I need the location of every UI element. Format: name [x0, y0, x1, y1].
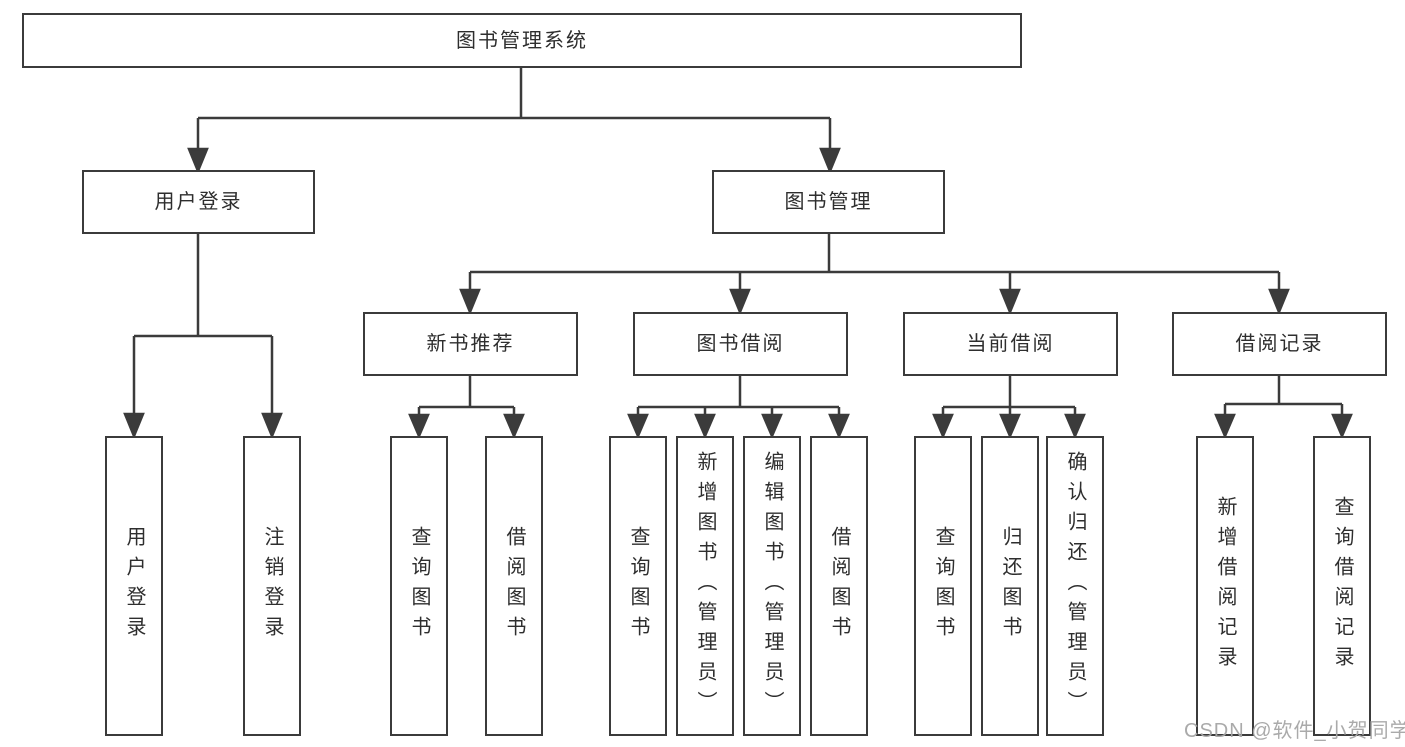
connector-book-borrow-subtree	[627, 376, 850, 440]
arrowhead-down-icon	[1331, 413, 1353, 440]
arrowhead-down-icon	[261, 412, 283, 440]
arrowhead-down-icon	[408, 413, 430, 440]
node-book-management: 图书管理	[712, 170, 945, 234]
leaf-current-query-books: 查询图书	[914, 436, 972, 736]
arrowhead-down-icon	[503, 413, 525, 440]
node-new-book-recommend: 新书推荐	[363, 312, 578, 376]
leaf-newbooks-borrow-books: 借阅图书	[485, 436, 543, 736]
leaf-current-return-books: 归还图书	[981, 436, 1039, 736]
connector-borrow-records-subtree	[1214, 376, 1353, 440]
node-user-login: 用户登录	[82, 170, 315, 234]
leaf-current-confirm-return-admin: 确认归还（管理员）	[1046, 436, 1104, 736]
arrowhead-down-icon	[999, 413, 1021, 440]
arrowhead-down-icon	[828, 413, 850, 440]
arrowhead-down-icon	[187, 147, 209, 175]
leaf-records-query-record: 查询借阅记录	[1313, 436, 1371, 736]
leaf-borrow-edit-books-admin: 编辑图书（管理员）	[743, 436, 801, 736]
node-borrow-records: 借阅记录	[1172, 312, 1387, 376]
node-book-borrow: 图书借阅	[633, 312, 848, 376]
csdn-watermark: CSDN @软件_小贺同学	[1184, 720, 1405, 742]
arrowhead-down-icon	[819, 147, 841, 175]
connector-new-books-subtree	[408, 376, 525, 440]
node-root-system: 图书管理系统	[22, 13, 1022, 68]
leaf-borrow-borrow-books: 借阅图书	[810, 436, 868, 736]
leaf-borrow-query-books: 查询图书	[609, 436, 667, 736]
arrowhead-down-icon	[1064, 413, 1086, 440]
arrowhead-down-icon	[459, 288, 481, 316]
leaf-logout-login: 注销登录	[243, 436, 301, 736]
arrowhead-down-icon	[761, 413, 783, 440]
arrowhead-down-icon	[999, 288, 1021, 316]
connector-book-mgmt-to-level3	[459, 234, 1290, 316]
leaf-newbooks-query-books: 查询图书	[390, 436, 448, 736]
arrowhead-down-icon	[1214, 413, 1236, 440]
arrowhead-down-icon	[729, 288, 751, 316]
leaf-user-login: 用户登录	[105, 436, 163, 736]
arrowhead-down-icon	[1268, 288, 1290, 316]
arrowhead-down-icon	[932, 413, 954, 440]
connector-user-login-subtree	[123, 234, 283, 440]
arrowhead-down-icon	[123, 412, 145, 440]
connector-root-to-level2	[187, 68, 841, 175]
node-current-borrow: 当前借阅	[903, 312, 1118, 376]
arrowhead-down-icon	[694, 413, 716, 440]
leaf-records-add-record: 新增借阅记录	[1196, 436, 1254, 736]
connector-current-borrow-subtree	[932, 376, 1086, 440]
leaf-borrow-add-books-admin: 新增图书（管理员）	[676, 436, 734, 736]
arrowhead-down-icon	[627, 413, 649, 440]
